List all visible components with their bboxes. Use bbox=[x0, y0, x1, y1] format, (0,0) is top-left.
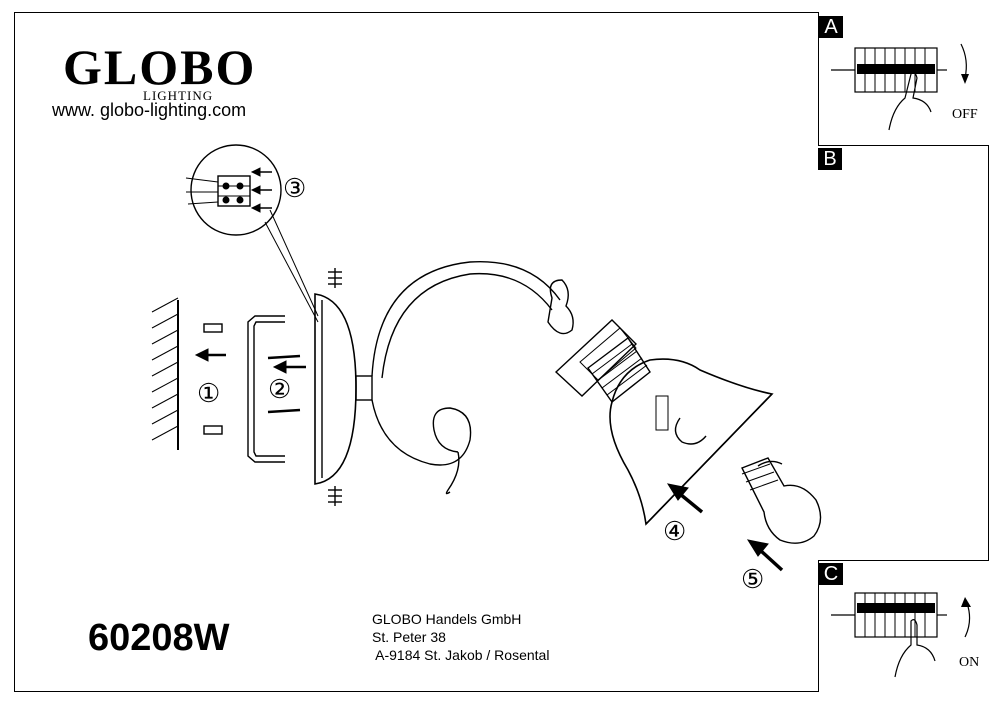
step-2-label: ② bbox=[268, 374, 292, 404]
step-5-label: ⑤ bbox=[741, 564, 765, 594]
breaker-on-illustration bbox=[831, 592, 971, 678]
panel-c-badge: C bbox=[819, 563, 843, 585]
brand-subline: LIGHTING bbox=[143, 88, 214, 103]
page-frame bbox=[14, 12, 989, 692]
company-name: GLOBO Handels GmbH bbox=[372, 611, 522, 627]
step-3-label: ③ bbox=[283, 173, 307, 203]
panel-a: A OFF bbox=[818, 12, 989, 146]
company-address: GLOBO Handels GmbH St. Peter 38 A-9184 S… bbox=[372, 610, 549, 664]
off-label: OFF bbox=[952, 107, 978, 122]
on-label: ON bbox=[959, 655, 980, 670]
panel-c: C ON bbox=[818, 560, 989, 692]
step-4-label: ④ bbox=[663, 516, 687, 546]
company-street: St. Peter 38 bbox=[372, 629, 446, 645]
website-link[interactable]: www. globo-lighting.com bbox=[52, 100, 247, 120]
breaker-off-illustration bbox=[831, 43, 969, 131]
panel-a-badge: A bbox=[819, 16, 843, 38]
brand-logo: GLOBO bbox=[63, 39, 257, 95]
model-number: 60208W bbox=[88, 617, 230, 659]
step-1-label: ① bbox=[197, 378, 221, 408]
panel-b-badge: B bbox=[818, 148, 842, 170]
company-city: A-9184 St. Jakob / Rosental bbox=[372, 647, 550, 663]
